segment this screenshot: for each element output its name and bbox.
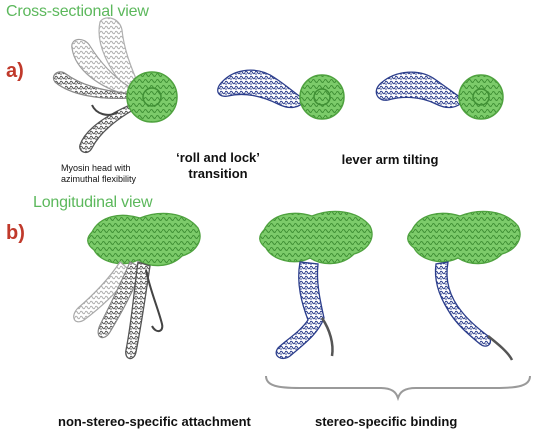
myosin-roll-and-lock [217, 69, 306, 109]
myosin-non-stereo-specific [73, 261, 164, 360]
caption-myosin-head-line2: azimuthal flexibility [61, 174, 137, 184]
actin-filament-cross-section-2 [299, 74, 345, 120]
actin-filament-cross-section-3 [458, 74, 504, 120]
actin-filament-longitudinal-1 [87, 212, 201, 267]
caption-roll-line1: ‘roll and lock’ [176, 150, 260, 165]
longitudinal-title: Longitudinal view [33, 194, 153, 211]
actin-filament-cross-section-1 [126, 71, 178, 123]
caption-myosin-head: Myosin head with azimuthal flexibility [61, 163, 136, 185]
actin-filament-longitudinal-2 [259, 210, 373, 265]
caption-roll-and-lock: ‘roll and lock’ transition [168, 150, 268, 182]
myosin-head-fan [52, 17, 142, 154]
myosin-stereo-specific-2 [434, 261, 514, 361]
caption-lever-arm-tilting: lever arm tilting [341, 152, 439, 167]
myosin-stereo-specific-1 [275, 261, 334, 360]
caption-stereo-specific: stereo-specific binding [315, 414, 458, 429]
actin-filament-longitudinal-3 [407, 210, 521, 265]
myosin-lever-arm-tilting [375, 71, 465, 109]
caption-non-stereo-specific: non-stereo-specific attachment [58, 414, 251, 429]
panel-b-label: b) [6, 222, 25, 244]
panel-a-label: a) [6, 60, 24, 82]
grouping-brace [265, 375, 531, 402]
cross-section-title: Cross-sectional view [6, 3, 149, 20]
caption-roll-line2: transition [188, 166, 248, 181]
caption-myosin-head-line1: Myosin head with [61, 163, 131, 173]
